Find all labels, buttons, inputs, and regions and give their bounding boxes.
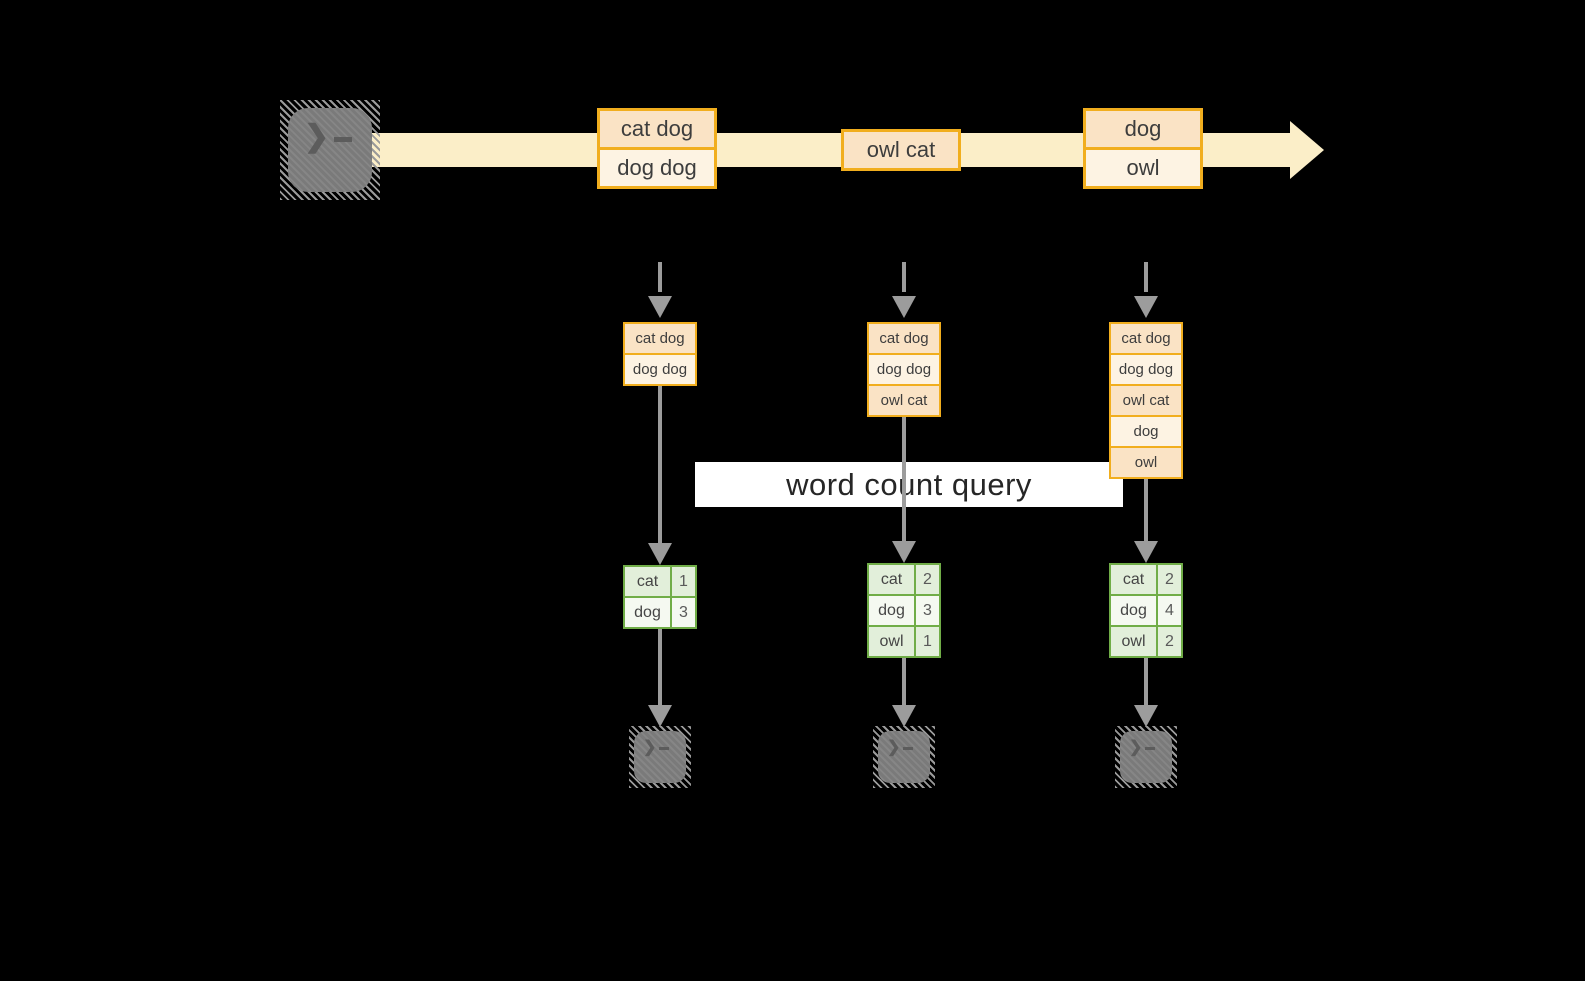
count-row: dog 4 — [1111, 594, 1181, 625]
terminal-body: ❯ — [1120, 731, 1172, 783]
count-row: owl 1 — [869, 625, 939, 656]
flow-arrow — [658, 629, 662, 705]
state-record: owl cat — [1111, 384, 1181, 415]
flow-arrow — [902, 417, 906, 541]
state-box-3: cat dog dog dog owl cat dog owl — [1109, 322, 1183, 479]
terminal-body: ❯ — [634, 731, 686, 783]
word-cell: dog — [625, 598, 670, 627]
state-record: cat dog — [1111, 324, 1181, 353]
terminal-prompt-icon: ❯ — [887, 738, 914, 757]
flow-arrowhead-icon — [892, 541, 916, 563]
flow-arrowhead-icon — [648, 705, 672, 727]
terminal-prompt-icon: ❯ — [1129, 738, 1156, 757]
batch-record: cat dog — [600, 111, 714, 147]
state-record: dog dog — [1111, 353, 1181, 384]
flow-arrowhead-icon — [1134, 541, 1158, 563]
dashed-arrow — [1144, 262, 1148, 292]
terminal-body: ❯ — [878, 731, 930, 783]
state-record: dog dog — [625, 353, 695, 384]
count-row: dog 3 — [625, 596, 695, 627]
dashed-arrowhead-icon — [648, 296, 672, 318]
count-cell: 2 — [1156, 627, 1181, 656]
word-cell: cat — [1111, 565, 1156, 594]
state-record: dog — [1111, 415, 1181, 446]
word-cell: dog — [869, 596, 914, 625]
source-terminal-icon: ❯ — [280, 100, 380, 200]
flow-arrow — [902, 658, 906, 705]
state-record: owl — [1111, 446, 1181, 477]
dashed-arrowhead-icon — [892, 296, 916, 318]
state-box-1: cat dog dog dog — [623, 322, 697, 386]
count-cell: 2 — [914, 565, 939, 594]
count-cell: 1 — [670, 567, 695, 596]
batch-record: owl cat — [844, 132, 958, 168]
word-cell: cat — [869, 565, 914, 594]
flow-arrow — [658, 386, 662, 543]
count-cell: 3 — [914, 596, 939, 625]
state-record: cat dog — [869, 324, 939, 353]
dashed-arrow — [658, 262, 662, 292]
stream-batch-1: cat dog dog dog — [597, 108, 717, 189]
flow-arrow — [1144, 479, 1148, 541]
terminal-prompt-icon: ❯ — [643, 738, 670, 757]
query-band: word count query — [695, 462, 1123, 507]
stream-arrowhead-icon — [1290, 121, 1324, 179]
count-table-1: cat 1 dog 3 — [623, 565, 697, 629]
sink-terminal-icon: ❯ — [873, 726, 935, 788]
count-table-3: cat 2 dog 4 owl 2 — [1109, 563, 1183, 658]
count-row: dog 3 — [869, 594, 939, 625]
state-box-2: cat dog dog dog owl cat — [867, 322, 941, 417]
stream-batch-2: owl cat — [841, 129, 961, 171]
count-row: owl 2 — [1111, 625, 1181, 656]
sink-terminal-icon: ❯ — [629, 726, 691, 788]
terminal-prompt-icon: ❯ — [304, 120, 353, 154]
count-row: cat 1 — [625, 567, 695, 596]
flow-arrowhead-icon — [1134, 705, 1158, 727]
flow-arrowhead-icon — [892, 705, 916, 727]
count-row: cat 2 — [869, 565, 939, 594]
word-cell: owl — [1111, 627, 1156, 656]
count-cell: 3 — [670, 598, 695, 627]
dashed-arrow — [902, 262, 906, 292]
batch-record: dog — [1086, 111, 1200, 147]
word-cell: cat — [625, 567, 670, 596]
flow-arrow — [1144, 658, 1148, 705]
flow-arrowhead-icon — [648, 543, 672, 565]
batch-record: dog dog — [600, 147, 714, 186]
state-record: owl cat — [869, 384, 939, 415]
count-table-2: cat 2 dog 3 owl 1 — [867, 563, 941, 658]
count-row: cat 2 — [1111, 565, 1181, 594]
sink-terminal-icon: ❯ — [1115, 726, 1177, 788]
count-cell: 4 — [1156, 596, 1181, 625]
terminal-body: ❯ — [288, 108, 372, 192]
state-record: cat dog — [625, 324, 695, 353]
state-record: dog dog — [869, 353, 939, 384]
batch-record: owl — [1086, 147, 1200, 186]
word-cell: dog — [1111, 596, 1156, 625]
count-cell: 1 — [914, 627, 939, 656]
stream-batch-3: dog owl — [1083, 108, 1203, 189]
query-label: word count query — [786, 466, 1032, 502]
dashed-arrowhead-icon — [1134, 296, 1158, 318]
word-cell: owl — [869, 627, 914, 656]
count-cell: 2 — [1156, 565, 1181, 594]
